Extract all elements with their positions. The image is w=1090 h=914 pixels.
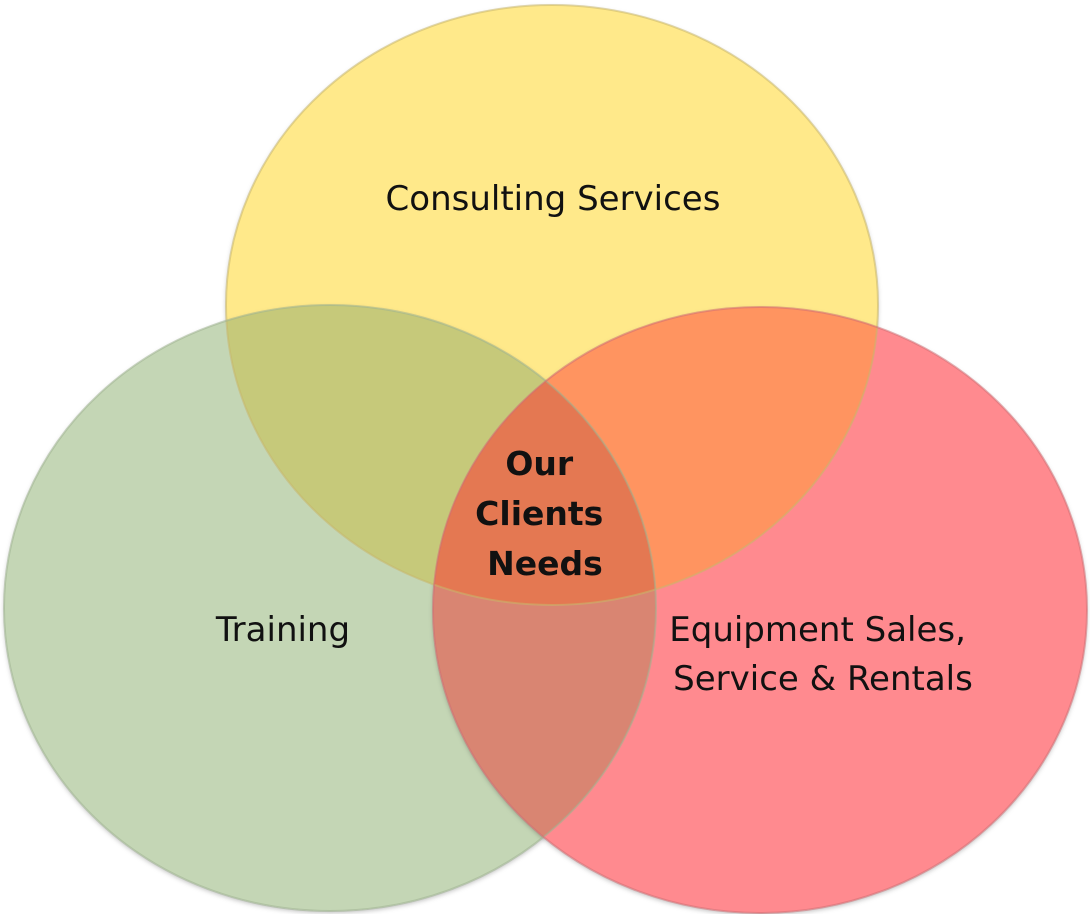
training-label-line: Training — [215, 610, 350, 650]
training-label: Training — [215, 610, 350, 650]
center-label-line-3: Needs — [487, 544, 603, 583]
center-label-line-1: Our — [505, 444, 574, 483]
equipment-sales-label-line-1: Equipment Sales, — [669, 610, 966, 650]
center-overlap — [433, 307, 656, 605]
training-outline — [3, 304, 657, 912]
consulting-services-outline — [225, 4, 879, 606]
equipment-sales-outline — [432, 306, 1088, 914]
center-label-line-2: Clients — [475, 494, 603, 533]
equipment-sales-label-line-2: Service & Rentals — [673, 659, 973, 699]
center-label: Our Clients Needs — [475, 444, 615, 583]
equipment-sales-label: Equipment Sales, Service & Rentals — [669, 610, 976, 699]
consulting-services-label-line: Consulting Services — [386, 179, 721, 219]
consulting-services-label: Consulting Services — [386, 179, 721, 219]
